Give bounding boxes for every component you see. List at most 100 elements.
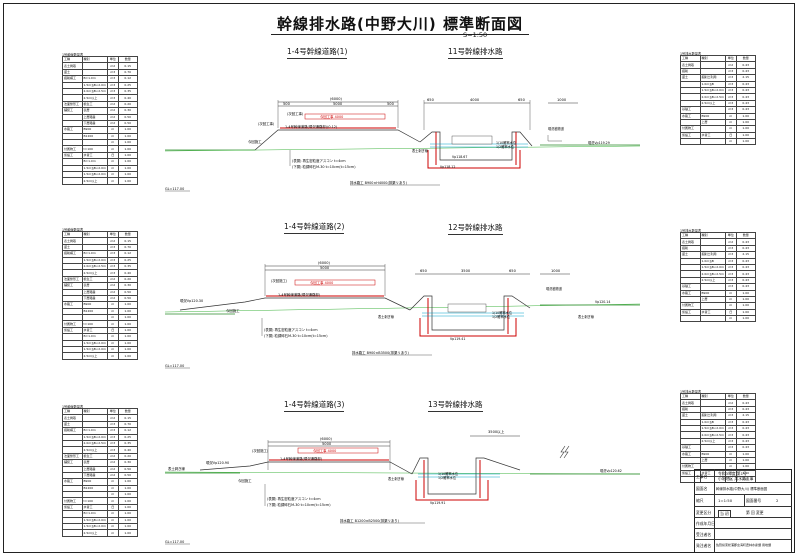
right_tables-1-cell [699, 61, 726, 69]
right_tables-3-cell: 0.43 [735, 418, 756, 426]
s1-ground-level: 現況Vp119.29 [588, 140, 610, 145]
left_tables-3-cell: 2.0m≦B<2.5m [81, 439, 108, 448]
s2-this-work: 今回工事 4000 [310, 280, 333, 285]
right_tables-3-cell [699, 399, 726, 407]
right_tables-2-cell: 1.00 [735, 302, 756, 310]
left_tables-2-cell [81, 314, 108, 322]
right_tables-1-cell: 1.00 [735, 138, 756, 146]
left_tables-3-cell: 植生工 [81, 452, 108, 461]
s2-this-construct: 今回施工 [226, 308, 240, 313]
s3-this-construct: 今回施工 [238, 478, 252, 483]
s2-bottom-level: Vp119.41 [450, 337, 465, 341]
right_tables-1-cell: 0.43 [735, 80, 756, 88]
left_tables-3-cell: 1.00 [117, 503, 138, 512]
left_tables-2-cell: 1.00 [117, 314, 138, 322]
tb-drawing-label: 図面名 [696, 486, 708, 491]
s1-dim-road-center: 5000 [333, 102, 343, 106]
left_tables-2-cell: t=100 [81, 320, 108, 328]
right_tables-3-cell: 数量 [735, 392, 756, 401]
right_tables-2-cell: 1.5m≦B<2.0m [699, 263, 726, 272]
right_tables-2-cell: 2.15 [735, 251, 756, 259]
right_tables-3-cell: 0.43 [735, 424, 756, 433]
tb-scale-value: 1=1:50 [718, 498, 733, 503]
left_tables-2-cell: 表層 [81, 282, 108, 290]
right_tables-3-cell: 2.5m以上 [699, 437, 726, 446]
right_tables-2-cell: 0.43 [735, 276, 756, 285]
right_tables-3-cell: 0.43 [735, 399, 756, 407]
section-3-road-label: 1-4号幹線道路(3) [284, 399, 345, 412]
left_tables-2-cell: 水替工 [81, 326, 108, 335]
right_tables-3-cell: 1.00 [735, 456, 756, 465]
tb-rev-value2: 第 回 変更 [746, 510, 764, 515]
left_tables-2-cell: 1.5m≦B<2.0m [81, 345, 108, 354]
right_tables-1-cell: 0.43 [735, 67, 756, 76]
s3-base: (下層) 粒調碎石M-30 t=10cm(t=15cm) [267, 502, 331, 507]
section-3: (6000) 5000 3500以上 今回工事 4000 (次回施工) 1-4号… [164, 429, 641, 545]
left_tables-1-cell: 2.5m以上 [81, 94, 108, 102]
s2-dim-ch-mid: 3500 [461, 269, 471, 273]
left-table-2-caption: 1号幹線数量表 [62, 228, 84, 232]
right_tables-3-cell: 2.0m≦B<2.5m [699, 431, 726, 439]
drawing-frame [3, 3, 795, 553]
right_tables-3-cell: 上層 [699, 456, 726, 465]
left_tables-2-cell: 1.5m≦B<2.0m [81, 256, 108, 264]
s1-dim-ch-mid: 4000 [470, 98, 480, 102]
left_tables-1-cell: 0.20 [117, 100, 138, 109]
left_tables-1-cell: 1.00 [117, 177, 138, 185]
s2-base: (下層) 粒調碎石M-30 t=10cm(t=15cm) [264, 333, 328, 338]
right_tables-3-cell: 0.43 [735, 444, 756, 452]
left_tables-3-cell: 下層路盤 [81, 471, 108, 480]
left_tables-2-cell: 2.0m≦B<2.5m [81, 262, 108, 271]
tb-sheet-label: 図面番号 [746, 498, 762, 503]
right_tables-3-cell: 0.43 [735, 431, 756, 439]
s2-dim-road-total: (6000) [318, 261, 331, 265]
left_tables-3-cell: 表層 [81, 459, 108, 467]
left_tables-2-cell: 0.20 [117, 275, 138, 284]
left_tables-1-cell: 0.12 [117, 75, 138, 83]
right-table-1-caption: 1号排水数量表 [680, 52, 702, 56]
left_tables-2-cell: 1.00 [117, 339, 138, 348]
tb-scale-label: 縮尺 [696, 498, 704, 503]
left_tables-3-cell: 2.5m以上 [81, 529, 108, 537]
left_tables-1-cell: 植生工 [81, 100, 108, 109]
left_tables-3-cell [81, 414, 108, 422]
left_tables-3-cell: 2.5m以上 [81, 446, 108, 454]
right_tables-1-cell [699, 106, 726, 114]
tb-sheet-value: 2 [776, 498, 779, 503]
right_tables-2-cell: 0.43 [735, 257, 756, 265]
tb-rev-label: 変更区分 [696, 510, 712, 515]
s2-gl: GL=117.00 [165, 364, 184, 368]
s1-surface: (表層) 再生密粒度アスコン t=4cm [292, 158, 346, 163]
tb-project-line2: 小堀地区 用水路工事 [718, 476, 754, 481]
s2-ground-level: Vp120.14 [595, 300, 610, 304]
left_tables-2-cell: B900 [81, 301, 108, 309]
right_tables-2-cell [699, 302, 726, 310]
left_tables-3-cell: 0.12 [117, 427, 138, 435]
s2-grass: 現況植物道 [546, 286, 563, 291]
right-table-3-caption: 1号排水数量表 [680, 390, 702, 394]
left_tables-3-cell: 0.25 [117, 433, 138, 441]
left_tables-2-cell: 0.25 [117, 256, 138, 264]
left_tables-2-cell: 1.5m≦B<2.0m [81, 339, 108, 348]
right_tables-3-cell: 2.15 [735, 412, 756, 420]
